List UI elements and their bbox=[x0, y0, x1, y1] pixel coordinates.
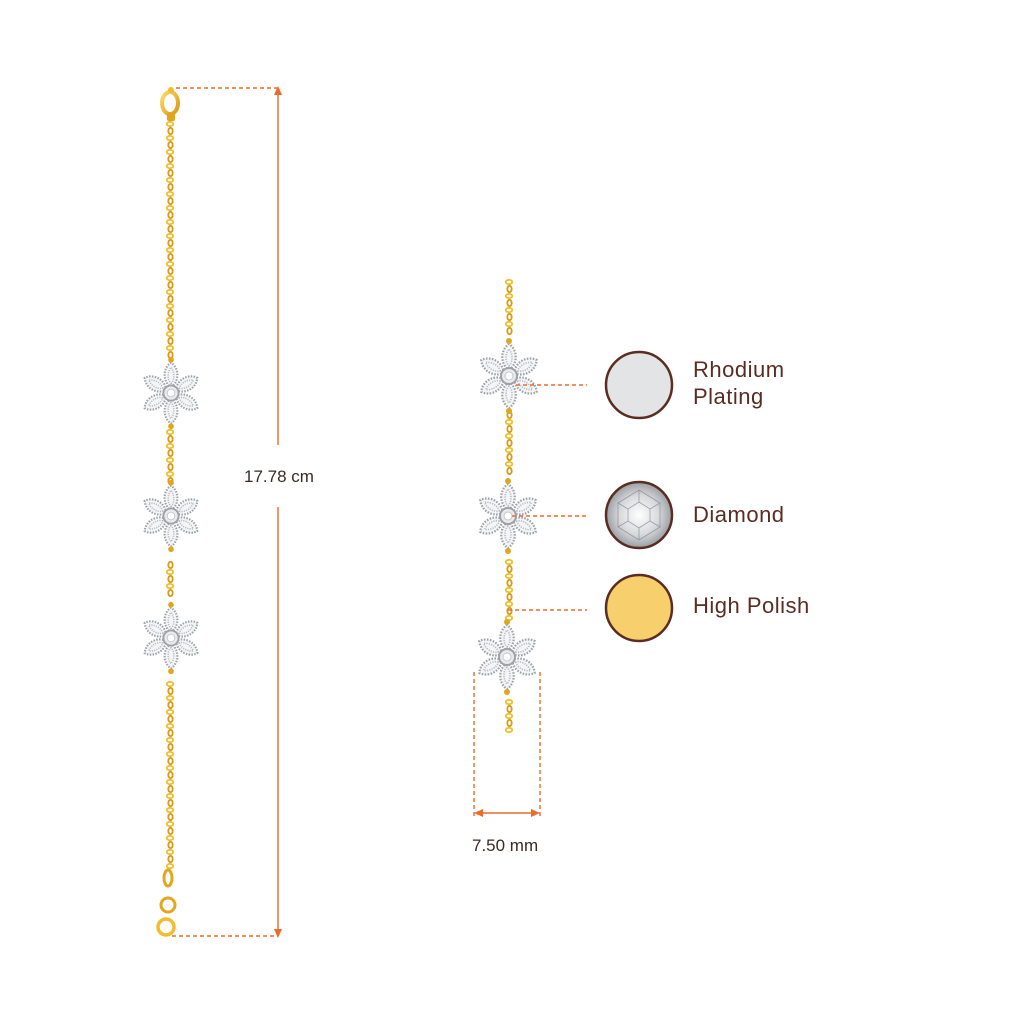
bracelet-chain-full bbox=[165, 120, 175, 870]
swatch-high-polish bbox=[604, 573, 674, 643]
swatch-diamond bbox=[604, 480, 674, 550]
bracelet-flowers-full bbox=[143, 356, 199, 675]
leader-lines bbox=[508, 384, 587, 611]
detail-chain bbox=[504, 278, 514, 734]
legend-rhodium-label: Rhodium Plating bbox=[693, 356, 785, 410]
legend-polish-label: High Polish bbox=[693, 592, 810, 619]
legend-diamond-line1: Diamond bbox=[693, 502, 785, 527]
legend-polish-line1: High Polish bbox=[693, 593, 810, 618]
width-label: 7.50 mm bbox=[472, 836, 539, 855]
swatch-rhodium bbox=[604, 350, 674, 420]
end-rings bbox=[156, 868, 177, 937]
lobster-clasp bbox=[160, 87, 180, 121]
width-dimension bbox=[473, 672, 541, 817]
legend-rhodium-line1: Rhodium bbox=[693, 357, 785, 382]
length-label: 17.78 cm bbox=[244, 467, 314, 486]
detail-flowers bbox=[478, 338, 538, 695]
legend-diamond-label: Diamond bbox=[693, 501, 785, 528]
length-dimension bbox=[172, 86, 282, 938]
legend-rhodium-line2: Plating bbox=[693, 384, 764, 409]
